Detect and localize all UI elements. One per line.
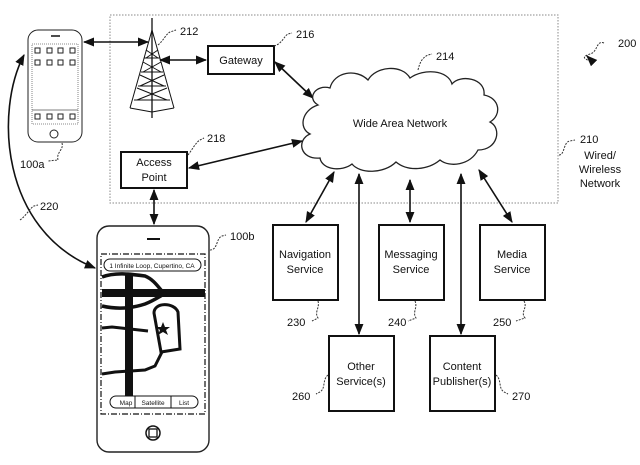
svg-text:Service: Service: [287, 264, 324, 276]
tab-list[interactable]: List: [179, 400, 189, 407]
gateway-box: [207, 45, 275, 75]
device-100b: 1 Infinite Loop, Cupertino, CA Map Satel…: [96, 225, 254, 453]
other-services: Other Service(s) 260: [292, 335, 395, 412]
svg-text:Messaging: Messaging: [384, 249, 437, 261]
address-text: 1 Infinite Loop, Cupertino, CA: [109, 263, 195, 270]
network-label-line-2: Wireless: [579, 164, 622, 176]
link-ap-wan: [187, 138, 304, 171]
ref-214: 214: [436, 51, 454, 63]
ref-260: 260: [292, 391, 310, 403]
link-gateway-wan: [274, 61, 314, 99]
svg-text:Media: Media: [497, 249, 528, 261]
ref-212: 212: [180, 26, 198, 38]
address-bar[interactable]: [103, 258, 202, 272]
messaging-service: Messaging Service 240: [378, 224, 445, 329]
access-point-label-line-1: Access: [136, 157, 172, 169]
access-point-label-line-2: Point: [141, 172, 166, 184]
ref-270: 270: [512, 391, 530, 403]
gateway-label: Gateway: [219, 55, 263, 67]
ref-240: 240: [388, 317, 406, 329]
network-label-line-1: Wired/: [584, 150, 617, 162]
home-button-icon: [49, 129, 59, 139]
navigation-service: Navigation Service 230: [272, 224, 339, 329]
ref-250: 250: [493, 317, 511, 329]
app-icon-grid: [34, 47, 76, 120]
svg-text:Navigation: Navigation: [279, 249, 331, 261]
wan-cloud: [301, 67, 499, 172]
map-view[interactable]: [101, 272, 205, 396]
network-label-line-3: Network: [580, 178, 621, 190]
ref-210: 210: [580, 134, 598, 146]
ref-230: 230: [287, 317, 305, 329]
ref-218: 218: [207, 133, 225, 145]
access-point-box: [120, 151, 188, 189]
svg-text:Service: Service: [393, 264, 430, 276]
tab-satellite[interactable]: Satellite: [141, 400, 165, 407]
ref-200: 200: [618, 38, 636, 50]
ref-216: 216: [296, 29, 314, 41]
link-wan-navigation: [305, 171, 335, 223]
svg-text:Service(s): Service(s): [336, 376, 386, 388]
device-100a: 100a: [20, 29, 83, 171]
link-wan-media: [478, 169, 513, 223]
link-220: [7, 54, 97, 269]
ref-100a: 100a: [20, 159, 45, 171]
content-publishers: Content Publisher(s) 270: [429, 335, 530, 412]
svg-text:Other: Other: [347, 361, 375, 373]
home-button-icon[interactable]: [145, 425, 161, 441]
tower-icon: [129, 18, 175, 118]
media-service: Media Service 250: [479, 224, 546, 329]
wan-label: Wide Area Network: [353, 118, 448, 130]
svg-text:Content: Content: [443, 361, 482, 373]
ref-220: 220: [40, 201, 58, 213]
tab-map[interactable]: Map: [120, 400, 133, 407]
figure-ref-200: 200: [583, 38, 636, 67]
view-tabs: Map Satellite List: [109, 395, 199, 409]
network-label: 210 Wired/ Wireless Network: [558, 134, 622, 190]
location-star-icon: [156, 322, 170, 335]
ref-100b: 100b: [230, 231, 254, 243]
svg-text:Publisher(s): Publisher(s): [433, 376, 492, 388]
svg-text:Service: Service: [494, 264, 531, 276]
